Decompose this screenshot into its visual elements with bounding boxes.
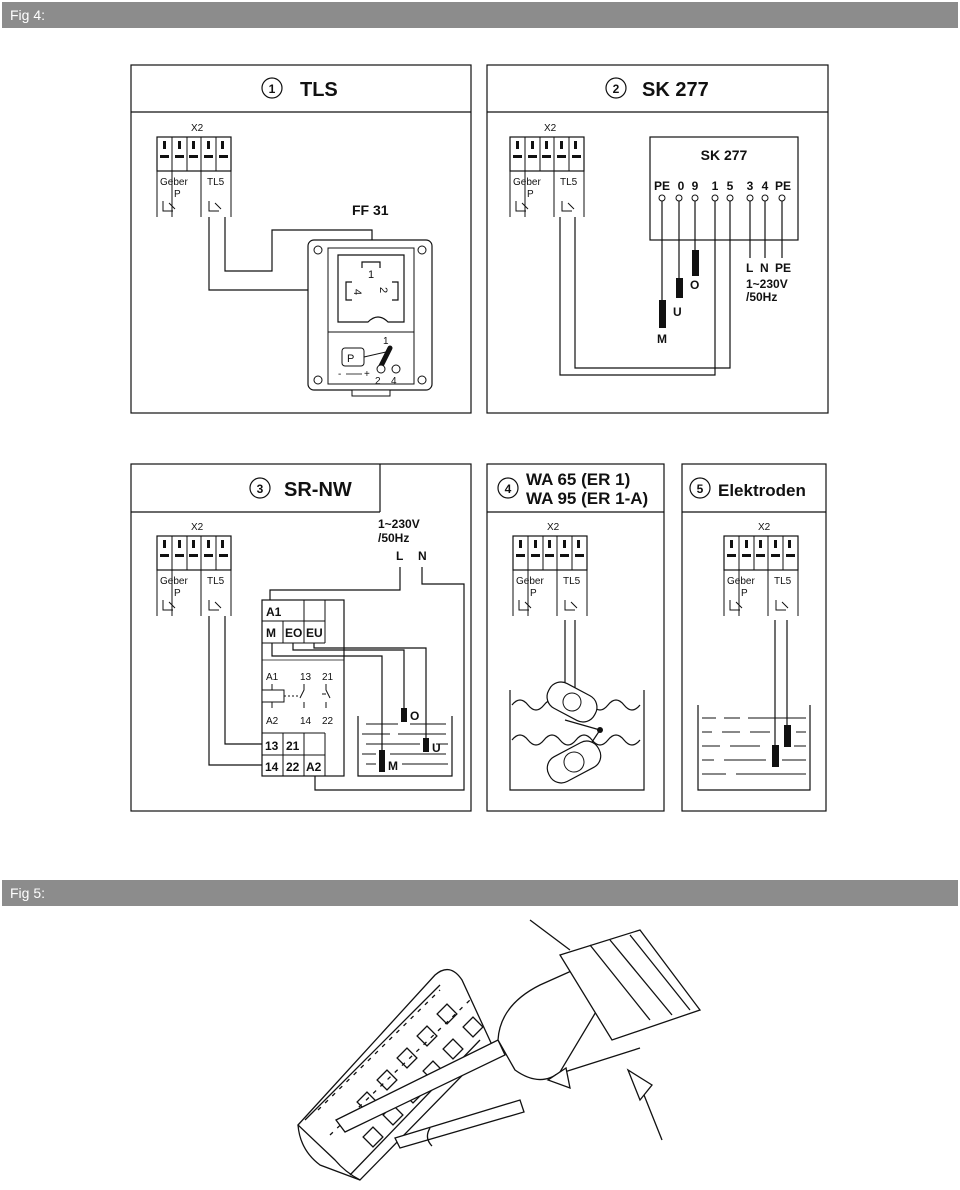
- tank-electrode-m: M: [388, 759, 398, 773]
- sk277-n: N: [760, 261, 769, 275]
- fig5-illustration: [297, 919, 702, 1181]
- relay-terminal-22: 22: [286, 760, 300, 774]
- terminal-p: P: [741, 588, 748, 599]
- sk277-probe-o: O: [690, 278, 699, 292]
- sk277-terminal: 5: [727, 179, 734, 193]
- panel-tls: 1 TLS X2 Geber P TL5 FF 31 1 4 2 P 1: [130, 64, 472, 414]
- terminal-x2: X2: [547, 522, 560, 533]
- terminal-block-1: X2 Geber P TL5: [156, 123, 232, 218]
- relay-terminal-13: 13: [265, 739, 279, 753]
- ff31-contact-4: 4: [351, 289, 363, 295]
- terminal-block-3: X2 Geber P TL5: [156, 522, 232, 617]
- panel-elektroden: 5 Elektroden X2 Geber P TL5: [681, 463, 827, 812]
- terminal-x2: X2: [758, 522, 771, 533]
- relay-symbol-22: 22: [322, 716, 334, 727]
- sr-nw-n: N: [418, 549, 427, 563]
- terminal-x2: X2: [191, 522, 204, 533]
- terminal-tl5: TL5: [560, 177, 578, 188]
- terminal-tl5: TL5: [207, 177, 225, 188]
- panel-5-title: Elektroden: [718, 481, 806, 500]
- panel-5-number: 5: [697, 482, 704, 496]
- ff31-contact-1: 1: [368, 269, 374, 281]
- switch-1: 1: [383, 336, 389, 347]
- sk277-terminal: PE: [654, 179, 670, 193]
- terminal-p: P: [527, 189, 534, 200]
- terminal-geber: Geber: [513, 177, 541, 188]
- terminal-block-5: X2 Geber P TL5: [723, 522, 799, 617]
- fig4-header: Fig 4:: [2, 2, 958, 28]
- switch-p: P: [347, 353, 354, 365]
- relay-terminal-14: 14: [265, 760, 279, 774]
- tank-electrode-u: U: [432, 741, 441, 755]
- sk277-terminal: 4: [762, 179, 769, 193]
- switch-minus: -: [338, 369, 341, 380]
- switch-2: 2: [375, 376, 381, 387]
- terminal-tl5: TL5: [207, 576, 225, 587]
- terminal-geber: Geber: [160, 576, 188, 587]
- terminal-x2: X2: [191, 123, 204, 134]
- terminal-p: P: [530, 588, 537, 599]
- relay-eo: EO: [285, 626, 302, 640]
- terminal-p: P: [174, 588, 181, 599]
- sk277-voltage: 1~230V: [746, 277, 788, 291]
- terminal-geber: Geber: [516, 576, 544, 587]
- relay-symbol-a1: A1: [266, 672, 279, 683]
- panel-4-title-line-2: WA 95 (ER 1-A): [526, 489, 648, 508]
- terminal-geber: Geber: [160, 177, 188, 188]
- panel-1-number: 1: [269, 82, 276, 96]
- sk277-terminal: 1: [712, 179, 719, 193]
- panel-3-number: 3: [257, 482, 264, 496]
- relay-eu: EU: [306, 626, 323, 640]
- device-ff31: FF 31: [352, 202, 389, 218]
- sr-nw-l: L: [396, 549, 403, 563]
- sk277-terminal: 9: [692, 179, 699, 193]
- sr-nw-voltage: 1~230V: [378, 517, 420, 531]
- terminal-tl5: TL5: [774, 576, 792, 587]
- relay-symbol-21: 21: [322, 672, 334, 683]
- relay-symbol-14: 14: [300, 716, 312, 727]
- panel-4-number: 4: [505, 482, 512, 496]
- ff31-contact-2: 2: [377, 287, 389, 293]
- sk277-device-label: SK 277: [701, 147, 748, 163]
- sk277-l: L: [746, 261, 753, 275]
- sk277-terminal: PE: [775, 179, 791, 193]
- fig4-label: Fig 4:: [10, 7, 46, 23]
- terminal-tl5: TL5: [563, 576, 581, 587]
- panel-2-number: 2: [613, 82, 620, 96]
- sk277-probe-u: U: [673, 305, 682, 319]
- relay-m: M: [266, 626, 276, 640]
- switch-plus: +: [364, 369, 370, 380]
- panel-1-title: TLS: [300, 79, 338, 101]
- panel-sr-nw: 3 SR-NW 1~230V /50Hz L N X2 Geber P TL5 …: [130, 463, 472, 812]
- fig5-label: Fig 5:: [10, 885, 46, 901]
- switch-4: 4: [391, 376, 397, 387]
- panel-4-title-line-1: WA 65 (ER 1): [526, 470, 630, 489]
- sk277-terminal: 0: [678, 179, 685, 193]
- sk277-terminals: PE 0 9 1 5 3 4 PE: [654, 179, 791, 193]
- relay-terminal-a2: A2: [306, 760, 322, 774]
- terminal-geber: Geber: [727, 576, 755, 587]
- sk277-terminal: 3: [747, 179, 754, 193]
- relay-terminal-21: 21: [286, 739, 300, 753]
- terminal-block-4: X2 Geber P TL5: [512, 522, 588, 617]
- panel-wa65-wa95: 4 WA 65 (ER 1) WA 95 (ER 1-A) X2 Geber P…: [486, 463, 665, 812]
- panel-2-title: SK 277: [642, 79, 709, 101]
- terminal-block-2: X2 Geber P TL5: [509, 123, 585, 218]
- tank-electrode-o: O: [410, 709, 419, 723]
- fig5-header: Fig 5:: [2, 880, 958, 906]
- panel-sk277: 2 SK 277 X2 Geber P TL5 SK 277 PE 0 9 1 …: [486, 64, 829, 414]
- terminal-x2: X2: [544, 123, 557, 134]
- panel-3-title: SR-NW: [284, 479, 352, 501]
- relay-symbol-13: 13: [300, 672, 312, 683]
- sk277-probe-m: M: [657, 332, 667, 346]
- relay-symbol-a2: A2: [266, 716, 279, 727]
- sr-nw-frequency: /50Hz: [378, 531, 409, 545]
- sk277-frequency: /50Hz: [746, 290, 777, 304]
- relay-a1: A1: [266, 605, 282, 619]
- sk277-pe: PE: [775, 261, 791, 275]
- terminal-p: P: [174, 189, 181, 200]
